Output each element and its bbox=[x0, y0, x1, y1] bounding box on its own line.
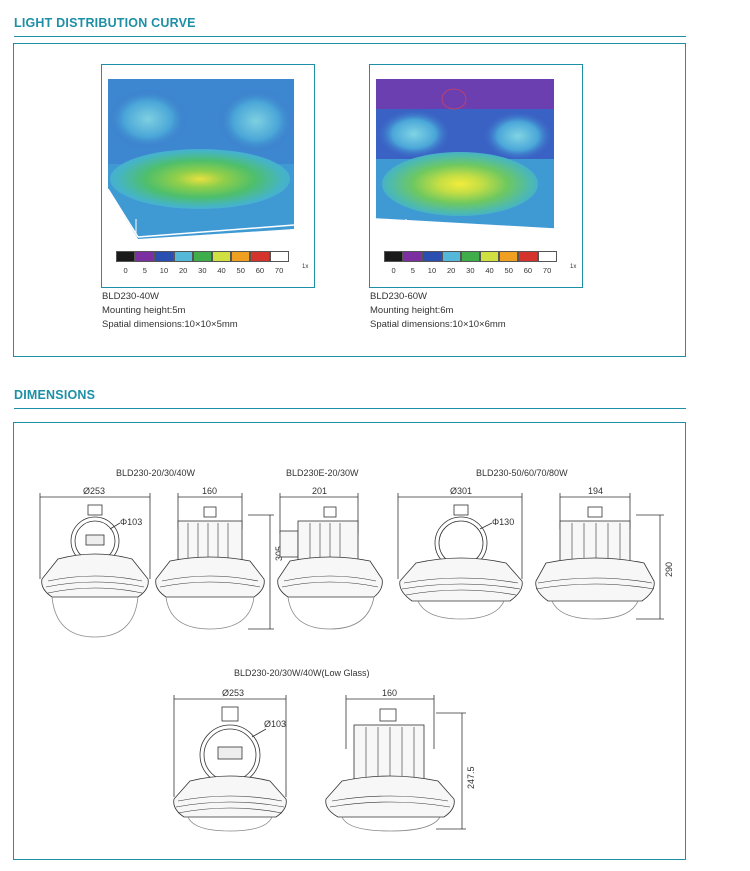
caption-mounting: Mounting height:5m bbox=[102, 305, 186, 316]
dim-diameter-301: Ø301 bbox=[450, 486, 473, 496]
heatmap-60w: 0 5 10 20 30 40 50 60 70 1x bbox=[369, 64, 583, 288]
caption-60w: BLD230-60W Mounting height:6m Spatial di… bbox=[370, 290, 506, 332]
heatmap-40w-image bbox=[108, 79, 294, 239]
dim-circle-103: Φ103 bbox=[120, 517, 143, 527]
scale-label: 60 bbox=[255, 266, 265, 275]
dim-width-201: 201 bbox=[312, 486, 328, 496]
scale-label: 5 bbox=[410, 266, 415, 275]
scale-label: 50 bbox=[236, 266, 245, 275]
scale-swatch bbox=[441, 251, 461, 262]
heatmap-40w: 0 5 10 20 30 40 50 60 70 1x bbox=[101, 64, 315, 288]
drawing-side-bld230-80w: 194 290 bbox=[526, 486, 674, 644]
scale-swatch bbox=[384, 251, 404, 262]
scale-label: 60 bbox=[523, 266, 533, 275]
scale-label: 10 bbox=[159, 266, 169, 275]
scale-swatch bbox=[173, 251, 193, 262]
section-title-light-distribution: LIGHT DISTRIBUTION CURVE bbox=[14, 16, 196, 30]
heatmap-60w-image bbox=[376, 79, 554, 241]
scale-swatch bbox=[460, 251, 480, 262]
drawing-front-low-glass: Ø253 Ø103 bbox=[168, 688, 298, 844]
scale-unit: 1x bbox=[302, 264, 309, 270]
light-distribution-panel: 0 5 10 20 30 40 50 60 70 1x BLD230-40W M… bbox=[13, 43, 686, 357]
scale-swatch bbox=[211, 251, 232, 262]
dim-width-160: 160 bbox=[202, 486, 218, 496]
scale-unit: 1x bbox=[570, 264, 577, 270]
scale-swatch bbox=[135, 251, 155, 262]
section-divider bbox=[14, 408, 686, 409]
color-scale-40w bbox=[116, 251, 289, 262]
scale-swatch bbox=[537, 251, 557, 262]
scale-labels-40w: 0 5 10 20 30 40 50 60 70 bbox=[116, 266, 289, 275]
scale-swatch bbox=[422, 251, 442, 262]
drawing-front-bld230-80w: Ø301 Φ130 bbox=[396, 486, 526, 644]
scale-label: 70 bbox=[274, 266, 284, 275]
scale-swatch bbox=[231, 251, 251, 262]
scale-label: 40 bbox=[217, 266, 226, 275]
scale-label: 30 bbox=[198, 266, 207, 275]
group-label-low-glass: BLD230-20/30W/40W(Low Glass) bbox=[234, 668, 370, 678]
caption-model: BLD230-60W bbox=[370, 291, 428, 302]
dim-height-247-5: 247.5 bbox=[466, 766, 476, 789]
dim-width-194: 194 bbox=[588, 486, 604, 496]
dim-diameter-253-low: Ø253 bbox=[222, 688, 245, 698]
scale-swatch bbox=[116, 251, 136, 262]
drawing-side-low-glass: 160 247.5 bbox=[324, 688, 476, 844]
scale-label: 0 bbox=[123, 266, 128, 275]
group-label-bld230e: BLD230E-20/30W bbox=[286, 468, 359, 478]
caption-model: BLD230-40W bbox=[102, 291, 160, 302]
scale-swatch bbox=[269, 251, 289, 262]
caption-mounting: Mounting height:6m bbox=[370, 305, 454, 316]
group-label-bld230-50-80w: BLD230-50/60/70/80W bbox=[476, 468, 568, 478]
scale-label: 20 bbox=[178, 266, 188, 275]
drawing-front-bld230-40w: Ø253 Φ103 bbox=[38, 486, 153, 644]
scale-swatch bbox=[154, 251, 174, 262]
section-divider bbox=[14, 36, 686, 37]
dim-height-290: 290 bbox=[664, 561, 674, 577]
dim-width-160-low: 160 bbox=[382, 688, 398, 698]
caption-40w: BLD230-40W Mounting height:5m Spatial di… bbox=[102, 290, 238, 332]
scale-swatch bbox=[192, 251, 212, 262]
cropped-header-banner bbox=[430, 0, 690, 4]
scale-label: 0 bbox=[391, 266, 396, 275]
section-title-dimensions: DIMENSIONS bbox=[14, 388, 96, 402]
group-label-bld230-20-30-40w: BLD230-20/30/40W bbox=[116, 468, 196, 478]
scale-label: 50 bbox=[504, 266, 513, 275]
dim-diameter-253: Ø253 bbox=[83, 486, 106, 496]
drawing-side-bld230-40w: 160 305 bbox=[150, 486, 284, 644]
scale-label: 30 bbox=[466, 266, 475, 275]
scale-label: 20 bbox=[446, 266, 456, 275]
drawing-bld230e: 201 bbox=[276, 486, 388, 644]
scale-swatch bbox=[499, 251, 519, 262]
scale-swatch bbox=[250, 251, 270, 262]
scale-swatch bbox=[403, 251, 423, 262]
scale-swatch bbox=[479, 251, 500, 262]
scale-label: 40 bbox=[485, 266, 494, 275]
dim-circle-130: Φ130 bbox=[492, 517, 515, 527]
scale-label: 10 bbox=[427, 266, 437, 275]
caption-spatial: Spatial dimensions:10×10×6mm bbox=[370, 319, 506, 330]
scale-label: 70 bbox=[542, 266, 552, 275]
scale-labels-60w: 0 5 10 20 30 40 50 60 70 bbox=[384, 266, 557, 275]
dimensions-panel: BLD230-20/30/40W BLD230E-20/30W BLD230-5… bbox=[13, 422, 686, 860]
color-scale-60w bbox=[384, 251, 557, 262]
dim-circle-103-low: Ø103 bbox=[264, 719, 287, 729]
caption-spatial: Spatial dimensions:10×10×5mm bbox=[102, 319, 238, 330]
scale-label: 5 bbox=[142, 266, 147, 275]
scale-swatch bbox=[518, 251, 538, 262]
